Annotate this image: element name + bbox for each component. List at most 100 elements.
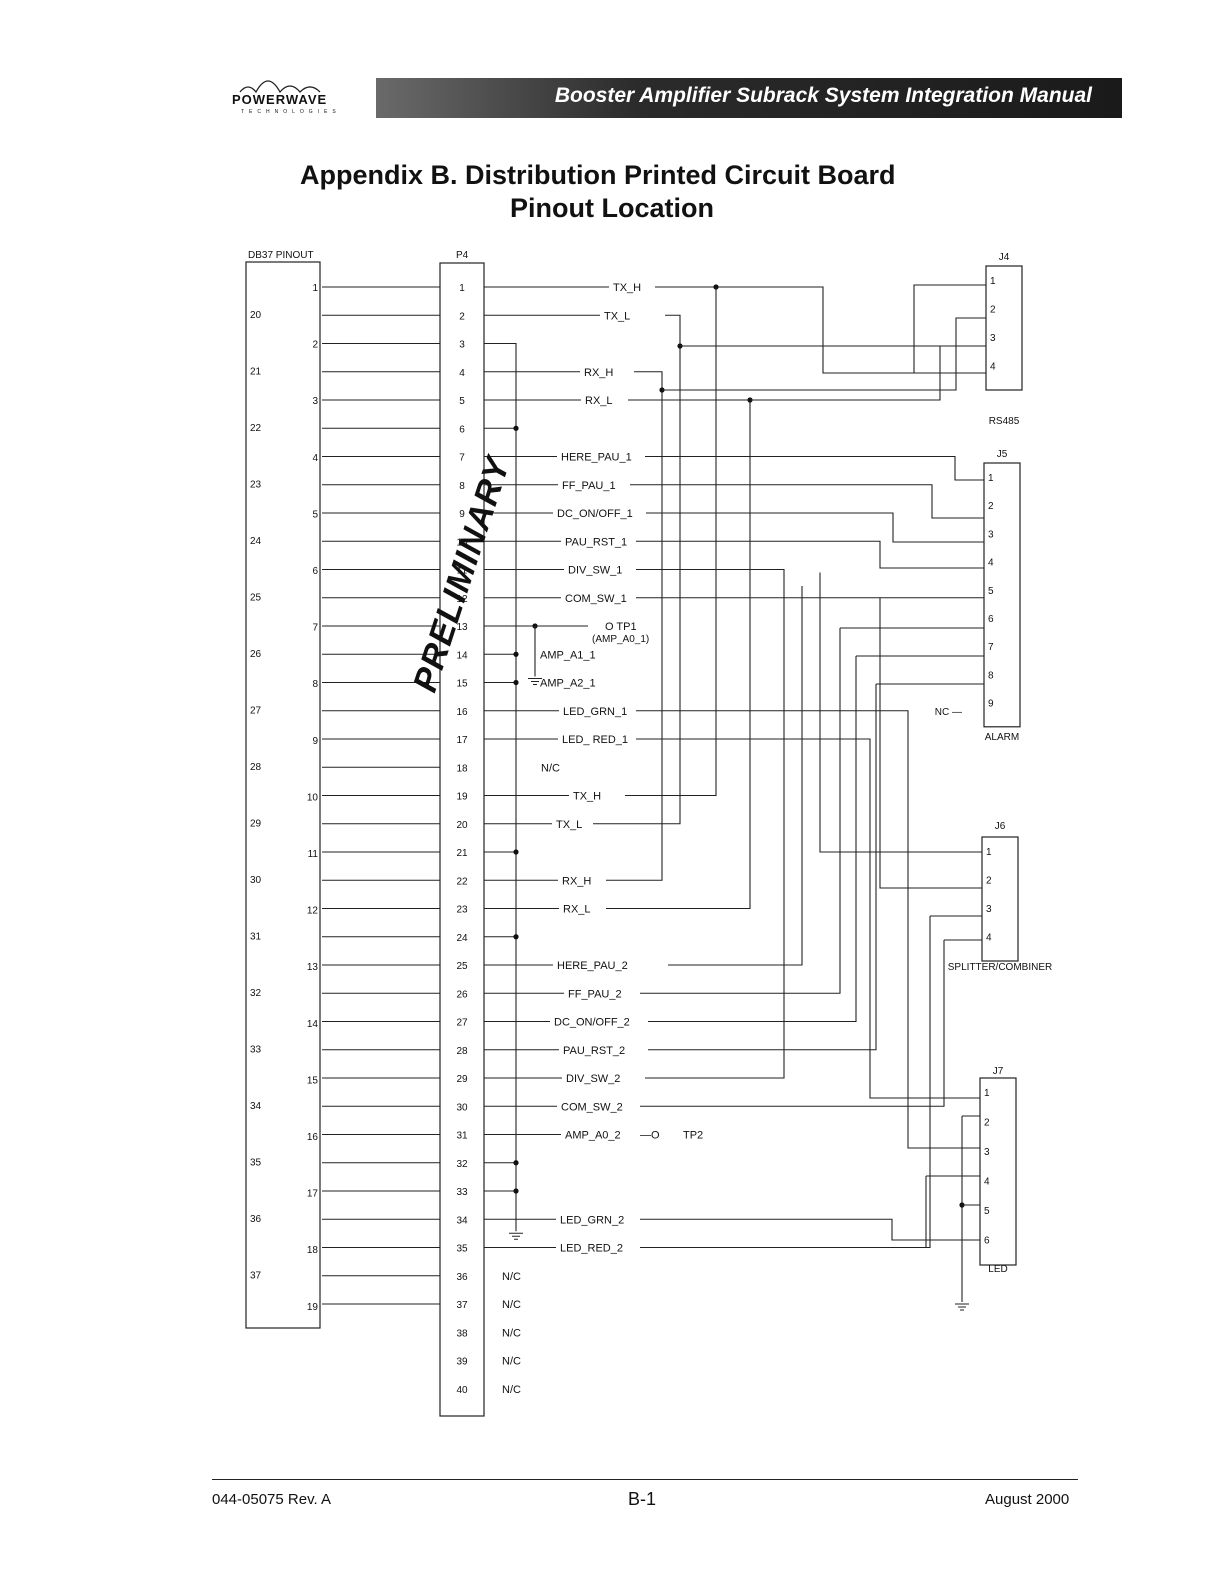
- j5-wire: [636, 568, 785, 1079]
- p4-pin-label: 4: [459, 368, 465, 379]
- db37-pin-label: 35: [250, 1158, 262, 1169]
- db37-pin-label: 12: [307, 906, 319, 917]
- p4-pin-label: 6: [459, 424, 465, 435]
- signal-label: LED_RED_2: [560, 1243, 623, 1255]
- connector-label: J6: [995, 821, 1006, 832]
- p4-connector: [439, 262, 485, 1417]
- header-bar: Booster Amplifier Subrack System Integra…: [376, 78, 1122, 118]
- junction-dot: [513, 1188, 519, 1194]
- signal-label: LED_GRN_2: [560, 1214, 624, 1226]
- connector-pin-label: 3: [984, 1147, 990, 1158]
- p4-pin-label: 13: [456, 622, 468, 633]
- p4-label: P4: [456, 250, 469, 261]
- connector-pin-label: 2: [988, 501, 994, 512]
- logo-wave-icon: [239, 80, 321, 94]
- j7-wire: [640, 1218, 980, 1241]
- db37-pin-label: 5: [312, 509, 318, 520]
- p4-pin-label: 23: [456, 905, 468, 916]
- j4-wire: [655, 286, 986, 374]
- db37-pin-label: 7: [312, 623, 318, 634]
- junction-dot: [513, 849, 519, 855]
- signal-label: AMP_A1_1: [540, 649, 596, 661]
- signal-label: N/C: [502, 1356, 521, 1368]
- tp2-label: TP2: [683, 1130, 703, 1142]
- j5-wire: [645, 455, 984, 481]
- connector-label: J7: [993, 1066, 1004, 1077]
- p4-pin-label: 19: [456, 792, 468, 803]
- db37-pin-label: 31: [250, 932, 262, 943]
- signal-label: DIV_SW_1: [568, 565, 622, 577]
- connector-pin-label: 6: [984, 1236, 990, 1247]
- logo-subtext: TECHNOLOGIES: [241, 109, 341, 115]
- tp1-note: (AMP_A0_1): [592, 634, 649, 645]
- p4-pin-label: 12: [456, 594, 468, 605]
- signal-label: RX_H: [584, 367, 613, 379]
- p4-pin-label: 25: [456, 961, 468, 972]
- p4-pin-label: 38: [456, 1328, 468, 1339]
- connector-caption: SPLITTER/COMBINER: [948, 962, 1052, 973]
- signal-label: DC_ON/OFF_1: [557, 508, 633, 520]
- db37-connector: [245, 261, 321, 1329]
- p4-pin-label: 20: [456, 820, 468, 831]
- connector-pin-label: 7: [988, 642, 994, 653]
- connector-caption: LED: [988, 1264, 1007, 1275]
- connector-pin-label: 8: [988, 670, 994, 681]
- p4-pin-label: 3: [459, 340, 465, 351]
- signal-label: N/C: [502, 1271, 521, 1283]
- db37-pin-label: 34: [250, 1101, 262, 1112]
- doc-number: 044-05075 Rev. A: [212, 1491, 331, 1508]
- db37-pin-label: 10: [307, 792, 319, 803]
- signal-label: TX_H: [573, 791, 601, 803]
- db37-pin-label: 36: [250, 1214, 262, 1225]
- signal-label: FF_PAU_1: [562, 480, 616, 492]
- connector-caption: RS485: [989, 416, 1020, 427]
- p4-pin-label: 40: [456, 1385, 468, 1396]
- connector-pin-label: 5: [984, 1206, 990, 1217]
- db37-pin-label: 21: [250, 367, 262, 378]
- p4-pin-label: 31: [456, 1131, 468, 1142]
- connector-pin-label: 4: [984, 1177, 990, 1188]
- connector-pin-label: 3: [990, 333, 996, 344]
- junction-dot: [513, 651, 519, 657]
- page-title-line2: Pinout Location: [510, 193, 714, 223]
- signal-label: N/C: [502, 1299, 521, 1311]
- db37-pin-label: 8: [312, 679, 318, 690]
- signal-label: PAU_RST_1: [565, 536, 627, 548]
- signal-label: FF_PAU_2: [568, 988, 622, 1000]
- p4-pin-label: 30: [456, 1102, 468, 1113]
- p4-pin-label: 27: [456, 1018, 468, 1029]
- connector-pin-label: 2: [990, 305, 996, 316]
- nc-label: NC —: [935, 707, 962, 718]
- connector-pin-label: 2: [986, 876, 992, 887]
- db37-pin-label: 14: [307, 1019, 319, 1030]
- p4-pin-label: 18: [456, 763, 468, 774]
- p4-pin-label: 9: [459, 509, 465, 520]
- footer-divider: [212, 1479, 1078, 1480]
- p4-pin-label: 1: [459, 283, 465, 294]
- p4-pin-label: 32: [456, 1159, 468, 1170]
- p4-pin-label: 10: [456, 537, 468, 548]
- p4-pin-label: 8: [459, 481, 465, 492]
- db37-pin-label: 2: [312, 340, 318, 351]
- connector-pin-label: 5: [988, 586, 994, 597]
- p4-pin-label: 2: [459, 311, 465, 322]
- db37-pin-label: 19: [307, 1302, 319, 1313]
- connector-pin-label: 2: [984, 1118, 990, 1129]
- j7-wire: [636, 738, 980, 1099]
- j5-wire: [668, 586, 803, 966]
- j5-wire: [630, 484, 984, 519]
- signal-label: PAU_RST_2: [563, 1045, 625, 1057]
- db37-pin-label: 28: [250, 762, 262, 773]
- connector-pin-label: 9: [988, 699, 994, 710]
- connector-pin-label: 3: [986, 904, 992, 915]
- manual-title: Booster Amplifier Subrack System Integra…: [554, 84, 1092, 107]
- db37-pin-label: 25: [250, 593, 262, 604]
- tp2-marker: —O: [640, 1130, 660, 1142]
- p4-pin-label: 33: [456, 1187, 468, 1198]
- db37-pin-label: 29: [250, 819, 262, 830]
- signal-label: RX_H: [562, 875, 591, 887]
- j7-wire: [636, 710, 980, 1149]
- signal-label: HERE_PAU_1: [561, 452, 632, 464]
